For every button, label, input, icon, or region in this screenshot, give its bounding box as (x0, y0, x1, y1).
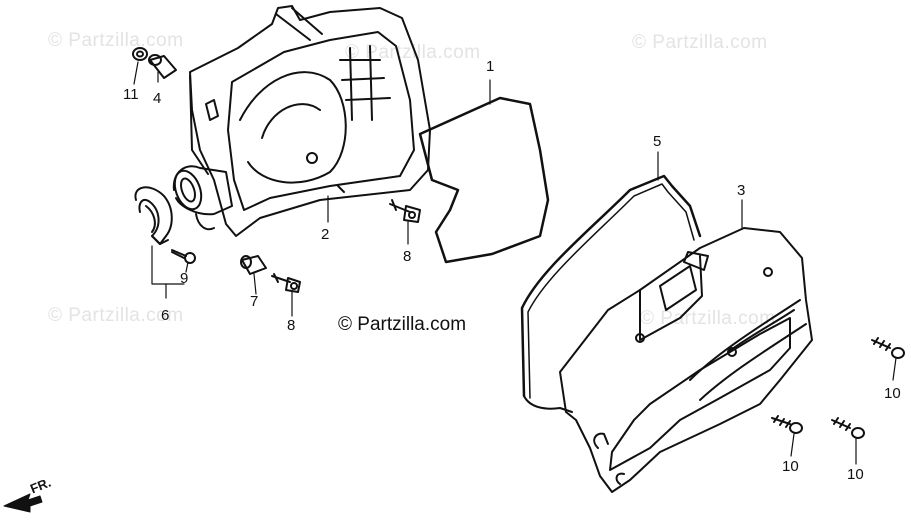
callout-8-lower: 8 (287, 317, 296, 334)
callout-5: 5 (653, 133, 662, 150)
collar-7 (240, 255, 267, 275)
callout-10-lower-left: 10 (782, 458, 799, 475)
callout-9: 9 (180, 270, 189, 287)
callout-2: 2 (321, 226, 330, 243)
filter-element (418, 96, 550, 264)
callout-6: 6 (161, 307, 170, 324)
screw-9 (171, 249, 196, 264)
bolt-8-upper (389, 199, 421, 223)
callout-3: 3 (737, 182, 746, 199)
callout-10-upper: 10 (884, 385, 901, 402)
callout-4: 4 (153, 90, 162, 107)
callout-7: 7 (250, 293, 259, 310)
ring-11 (132, 47, 148, 61)
leader-lines (133, 61, 897, 465)
screw-10-lower-right (831, 417, 865, 439)
clamp-band (134, 186, 173, 245)
watermark: © Partzilla.com (345, 42, 481, 63)
front-direction-arrow (3, 493, 43, 513)
watermark: © Partzilla.com (48, 305, 184, 326)
screw-10-upper (871, 337, 905, 359)
watermark: © Partzilla.com (640, 308, 776, 329)
callout-1: 1 (486, 58, 495, 75)
air-cleaner-cover (559, 227, 813, 493)
callout-10-lower-right: 10 (847, 466, 864, 483)
air-cleaner-case (172, 5, 431, 237)
grommet-4 (148, 54, 177, 79)
copyright-notice: © Partzilla.com (338, 314, 467, 335)
screw-10-lower-left (771, 415, 803, 434)
watermark: © Partzilla.com (48, 30, 184, 51)
callout-8-upper: 8 (403, 248, 412, 265)
cover-seal (520, 174, 702, 413)
callout-11: 11 (123, 86, 139, 103)
bolt-8-lower (271, 273, 301, 293)
watermark: © Partzilla.com (632, 32, 768, 53)
